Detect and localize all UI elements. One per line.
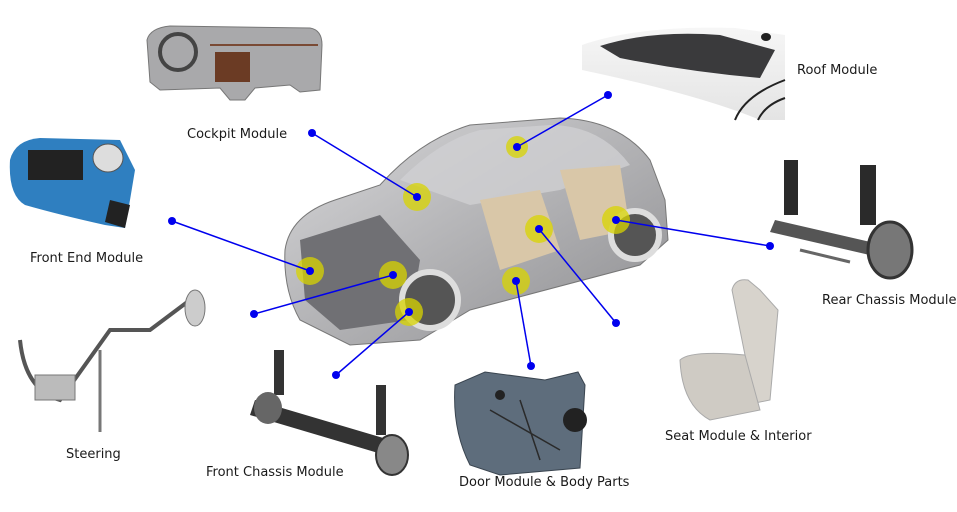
connectors xyxy=(168,91,774,379)
label-front-chassis-module: Front Chassis Module xyxy=(206,465,344,480)
seat-image xyxy=(679,279,779,421)
cockpit-module-image xyxy=(146,25,323,101)
label-rear-chassis-module: Rear Chassis Module xyxy=(822,293,957,308)
rear-chassis-module-image xyxy=(770,160,914,280)
connector-rear-chassis xyxy=(602,206,774,250)
car-cutaway-image xyxy=(284,117,669,346)
roof-module-image xyxy=(582,27,786,121)
connector-front-end xyxy=(168,217,324,285)
steering-image xyxy=(18,289,206,432)
label-roof-module: Roof Module xyxy=(797,63,878,78)
label-door-module: Door Module & Body Parts xyxy=(459,475,630,490)
label-cockpit-module: Cockpit Module xyxy=(187,127,288,142)
connector-cockpit xyxy=(308,129,431,211)
connector-roof xyxy=(506,91,612,158)
connector-front-chassis xyxy=(332,298,423,379)
connector-seat xyxy=(525,215,620,327)
connector-steering xyxy=(250,261,407,318)
front-chassis-module-image xyxy=(250,350,409,476)
connector-door xyxy=(502,267,535,370)
label-steering: Steering xyxy=(66,447,121,462)
label-front-end-module: Front End Module xyxy=(30,251,144,266)
door-module-image xyxy=(454,371,587,476)
label-seat-module: Seat Module & Interior xyxy=(665,429,812,444)
front-end-module-image xyxy=(9,138,135,228)
